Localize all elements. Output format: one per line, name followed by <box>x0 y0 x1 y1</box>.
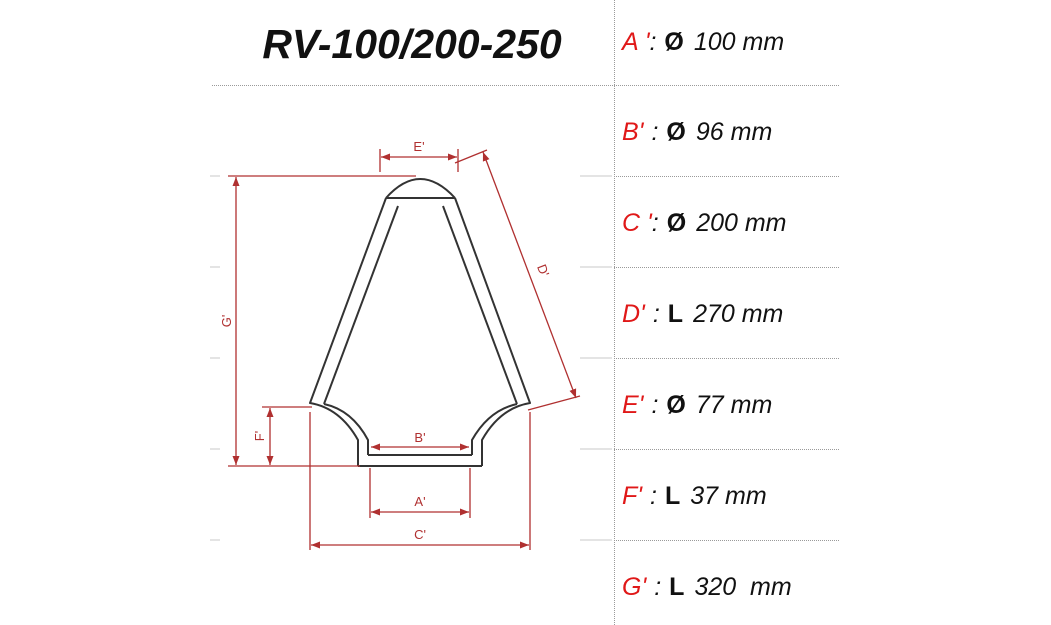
row-divider <box>614 267 839 268</box>
spec-value: 100 mm <box>693 28 785 56</box>
part-outline <box>309 178 531 467</box>
spec-separator: : <box>654 573 662 601</box>
label-c: C' <box>414 527 426 542</box>
spec-letter: B' <box>622 118 644 146</box>
spec-value: 320 mm <box>694 573 792 601</box>
spec-row-d: D':L 270 mm <box>622 292 847 336</box>
length-symbol: L <box>667 300 684 328</box>
column-divider <box>614 0 615 625</box>
spec-letter: A ' <box>622 28 650 56</box>
length-symbol: L <box>669 573 685 601</box>
diameter-symbol: Ø <box>664 28 684 56</box>
spec-letter: D' <box>622 300 645 328</box>
spec-row-b: B':Ø 96 mm <box>622 110 847 154</box>
spec-separator: : <box>650 482 657 510</box>
spec-letter: G' <box>622 573 647 601</box>
row-divider <box>614 176 839 177</box>
spec-separator: : <box>649 28 657 56</box>
length-symbol: L <box>665 482 681 510</box>
spec-separator: : <box>651 209 659 237</box>
spec-letter: E' <box>622 391 644 419</box>
spec-value: 200 mm <box>696 209 787 237</box>
dimension-lines <box>228 149 581 550</box>
label-g: G' <box>219 315 234 328</box>
spec-separator: : <box>651 118 659 146</box>
spec-value: 96 mm <box>695 118 773 146</box>
diameter-symbol: Ø <box>666 118 686 146</box>
label-a: A' <box>414 494 425 509</box>
spec-value: 37 mm <box>690 482 767 510</box>
spec-row-e: E':Ø 77 mm <box>622 383 847 427</box>
row-divider <box>614 358 839 359</box>
product-title: RV-100/200-250 <box>262 21 562 67</box>
label-d: D' <box>534 262 552 278</box>
label-e: E' <box>413 139 424 154</box>
diameter-symbol: Ø <box>666 209 687 237</box>
spec-row-f: F': L 37 mm <box>622 474 847 518</box>
label-b: B' <box>414 430 425 445</box>
spec-value: 270 mm <box>693 300 784 328</box>
label-f: F' <box>252 431 267 441</box>
title-divider <box>212 85 839 86</box>
row-divider <box>614 540 839 541</box>
reference-ticks <box>210 175 612 541</box>
spec-separator: : <box>651 391 659 419</box>
spec-letter: F' <box>622 482 643 510</box>
spec-row-a: A ':Ø 100 mm <box>622 20 847 64</box>
spec-row-c: C ':Ø 200 mm <box>622 201 847 245</box>
diameter-symbol: Ø <box>666 391 686 419</box>
spec-row-g: G':L 320 mm <box>622 565 847 609</box>
reducer-drawing: E' D' G' F' B' A' C' <box>210 139 612 550</box>
spec-letter: C ' <box>622 209 652 237</box>
spec-separator: : <box>652 300 660 328</box>
spec-value: 77 mm <box>695 391 773 419</box>
row-divider <box>614 449 839 450</box>
